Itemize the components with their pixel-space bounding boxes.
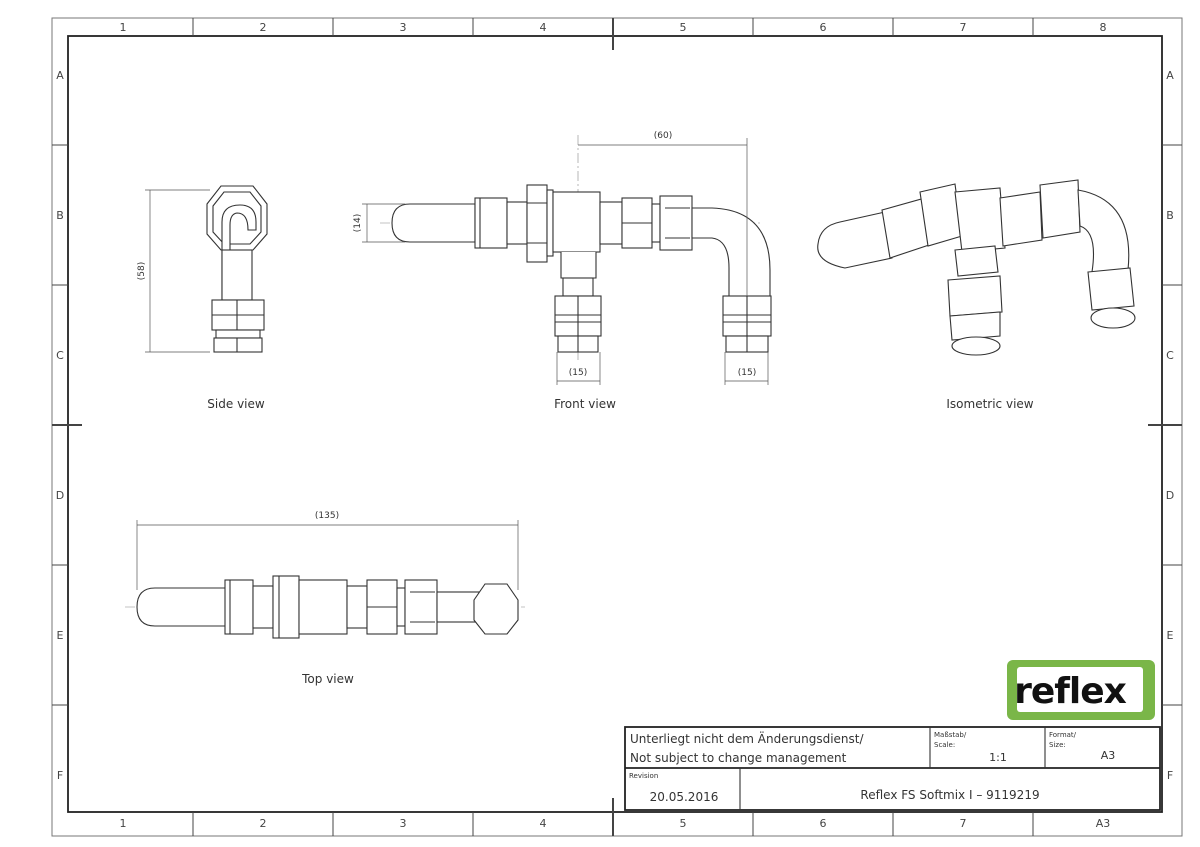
side-height-dimension: (58) <box>137 262 147 280</box>
row-label: B <box>1166 209 1174 222</box>
col-label: 3 <box>400 817 407 830</box>
logo-text: reflex <box>1014 671 1127 712</box>
row-label: D <box>1166 489 1174 502</box>
format-label-de: Format/ <box>1049 731 1077 739</box>
outer-border <box>51 17 1183 837</box>
col-label: 2 <box>260 817 267 830</box>
front-bottom-left-dimension: (15) <box>569 368 587 378</box>
row-label: C <box>56 349 64 362</box>
scale-label-de: Maßstab/ <box>934 731 967 739</box>
front-left-dimension: (14) <box>353 214 363 232</box>
col-label: A3 <box>1096 817 1111 830</box>
row-label: B <box>56 209 64 222</box>
format-label-en: Size: <box>1049 741 1066 749</box>
revision-date: 20.05.2016 <box>650 790 719 804</box>
row-label: E <box>57 629 64 642</box>
front-view: (60) (14) (15) (15) Front view <box>353 131 772 411</box>
row-label: D <box>56 489 64 502</box>
col-label: 6 <box>820 817 827 830</box>
top-view: (135) Top view <box>125 511 525 686</box>
col-label: 6 <box>820 21 827 34</box>
col-label: 7 <box>960 817 967 830</box>
row-label: A <box>56 69 64 82</box>
col-label: 7 <box>960 21 967 34</box>
col-label: 5 <box>680 817 687 830</box>
front-view-label: Front view <box>554 397 616 411</box>
side-view-label: Side view <box>207 397 265 411</box>
top-view-label: Top view <box>301 672 354 686</box>
col-label: 5 <box>680 21 687 34</box>
col-label: 1 <box>120 817 127 830</box>
col-label: 4 <box>540 817 547 830</box>
isometric-view-label: Isometric view <box>946 397 1033 411</box>
side-view: (58) Side view <box>137 185 268 411</box>
row-label: F <box>57 769 63 782</box>
scale-label-en: Scale: <box>934 741 955 749</box>
title-block: Unterliegt nicht dem Änderungsdienst/ No… <box>624 726 1161 811</box>
grid-labels: 1 2 3 4 5 6 7 8 1 2 3 4 5 6 7 A3 A B C D… <box>56 21 1174 830</box>
col-label: 8 <box>1100 21 1107 34</box>
top-length-dimension: (135) <box>315 511 339 521</box>
scale-value: 1:1 <box>989 751 1007 764</box>
col-label: 2 <box>260 21 267 34</box>
drawing-title: Reflex FS Softmix I – 9119219 <box>860 788 1039 802</box>
row-label: A <box>1166 69 1174 82</box>
front-top-dimension: (60) <box>654 131 672 141</box>
front-bottom-right-dimension: (15) <box>738 368 756 378</box>
revision-label: Revision <box>629 772 658 780</box>
col-label: 4 <box>540 21 547 34</box>
col-label: 3 <box>400 21 407 34</box>
row-label: E <box>1167 629 1174 642</box>
isometric-view: Isometric view <box>817 179 1136 411</box>
note-german: Unterliegt nicht dem Änderungsdienst/ <box>630 731 864 746</box>
grid-ticks <box>52 18 1182 836</box>
drawing-frame <box>67 35 1163 813</box>
format-value: A3 <box>1101 749 1116 762</box>
row-label: F <box>1167 769 1173 782</box>
note-english: Not subject to change management <box>630 751 847 765</box>
col-label: 1 <box>120 21 127 34</box>
row-label: C <box>1166 349 1174 362</box>
reflex-logo: reflex <box>1007 660 1155 720</box>
